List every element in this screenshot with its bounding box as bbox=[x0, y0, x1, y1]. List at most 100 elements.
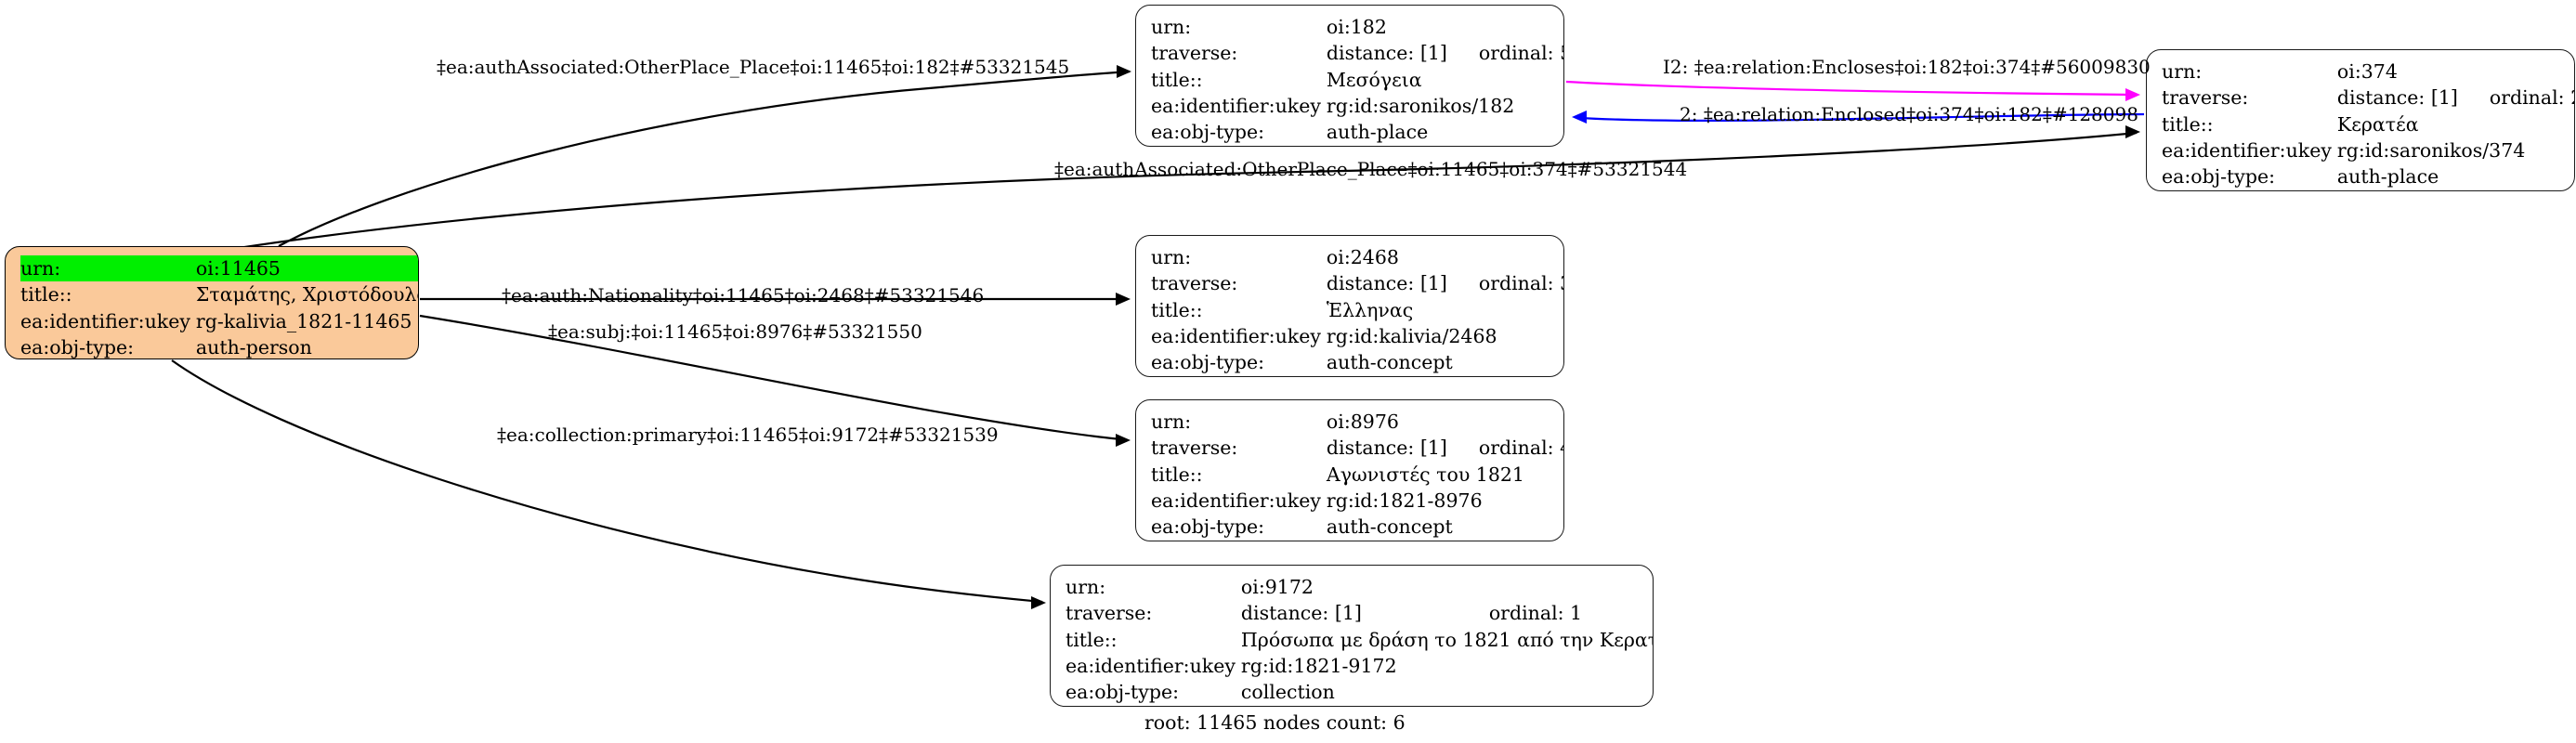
node-row: title::Κερατέα bbox=[2162, 111, 2574, 137]
graph-edge-edge-11465-182 bbox=[278, 65, 1131, 247]
node-field-value: distance: [1] bbox=[1326, 42, 1447, 65]
node-field-value: rg:id:1821-9172 bbox=[1240, 654, 1397, 677]
node-row: title::Πρόσωπα με δράση το 1821 από την … bbox=[1066, 627, 1654, 653]
node-row: ea:obj-type: auth-place bbox=[2162, 163, 2574, 189]
node-field-key: ea:obj-type: bbox=[2162, 165, 2275, 189]
graph-caption: root: 11465 nodes count: 6 bbox=[1144, 711, 1406, 734]
node-field-key: title:: bbox=[20, 283, 72, 306]
node-field-key: title:: bbox=[2162, 112, 2214, 136]
node-field-value: rg:id:kalivia/2468 bbox=[1326, 324, 1497, 347]
edge-label-edge-11465-374: ‡ea:authAssociated:OtherPlace_Place‡oi:1… bbox=[1054, 158, 1688, 180]
node-field-key: ea:obj-type: bbox=[20, 335, 134, 358]
node-field-key: ea:obj-type: bbox=[1151, 121, 1264, 144]
node-field-value: auth-person bbox=[195, 335, 312, 358]
node-field-key: ea:identifier:ukey bbox=[1151, 324, 1321, 347]
node-field-key: urn: bbox=[1066, 576, 1106, 598]
node-row: urn:oi:11465 bbox=[20, 255, 418, 282]
node-field-key: ea:obj-type: bbox=[1151, 351, 1264, 374]
node-row: ea:obj-type: auth-place bbox=[1151, 119, 1563, 145]
node-row: urn:oi:182 bbox=[1151, 14, 1563, 40]
node-row: title::Αγωνιστές του 1821 bbox=[1151, 462, 1563, 488]
node-field-value: auth-concept bbox=[1326, 515, 1453, 539]
edge-label-edge-374-182: 2: ‡ea:relation:Enclosed‡oi:374‡oi:182‡#… bbox=[1680, 103, 2138, 125]
node-field-value: oi:9172 bbox=[1240, 576, 1314, 598]
graph-node-node-8976[interactable]: urn: oi:8976 traverse: distance: [1] ordinal… bbox=[1135, 399, 1564, 541]
node-field-key: traverse: bbox=[2162, 86, 2249, 110]
node-row: urn: oi:8976 bbox=[1151, 409, 1563, 435]
graph-edge-edge-11465-9172 bbox=[171, 359, 1046, 609]
node-field-key: ea:obj-type: bbox=[1151, 515, 1264, 539]
node-row: traverse: distance: [1] ordinal: 5 bbox=[1151, 40, 1564, 66]
node-field-value: oi:182 bbox=[1326, 16, 1387, 38]
node-row: traverse: distance: [1] ordinal: 4 bbox=[1151, 435, 1564, 461]
node-field-key: ea:identifier:ukey bbox=[2162, 138, 2332, 162]
node-field-value: oi:374 bbox=[2336, 60, 2398, 83]
node-field-key: title:: bbox=[1151, 463, 1203, 486]
node-field-value: oi:11465 bbox=[195, 255, 418, 282]
node-field-value: Σταμάτης, Χριστόδουλος bbox=[195, 283, 419, 306]
node-field-value: collection bbox=[1240, 681, 1335, 704]
node-field-key: ea:obj-type: bbox=[1066, 681, 1179, 704]
node-field-value-secondary: ordinal: 2 bbox=[2489, 86, 2575, 110]
node-field-value: distance: [1] bbox=[2336, 86, 2458, 110]
node-field-key: ea:identifier:ukey bbox=[1066, 654, 1236, 677]
node-field-value: auth-place bbox=[1326, 121, 1429, 144]
node-row: ea:obj-type: auth-concept bbox=[1151, 349, 1563, 375]
node-field-key: title:: bbox=[1151, 68, 1203, 91]
node-row: title::Ἑλληνας bbox=[1151, 297, 1563, 323]
node-field-value: auth-concept bbox=[1326, 351, 1453, 374]
node-row: title::Μεσόγεια bbox=[1151, 67, 1563, 93]
graph-node-node-9172[interactable]: urn: oi:9172 traverse: distance: [1] ordinal… bbox=[1050, 565, 1654, 707]
node-field-value: rg:id:saronikos/374 bbox=[2336, 138, 2526, 162]
graph-node-node-374[interactable]: urn: oi:374 traverse: distance: [1] ordinal:… bbox=[2146, 49, 2575, 191]
node-field-value: rg:id:1821-8976 bbox=[1326, 489, 1483, 512]
node-field-key: traverse: bbox=[1151, 42, 1238, 65]
node-field-key: title:: bbox=[1066, 628, 1118, 651]
node-field-value: oi:8976 bbox=[1326, 411, 1399, 433]
node-field-key: traverse: bbox=[1151, 437, 1238, 460]
node-row: ea:obj-type: collection bbox=[1066, 679, 1653, 705]
node-field-value-secondary: ordinal: 4 bbox=[1478, 437, 1564, 460]
node-field-value-secondary: ordinal: 5 bbox=[1478, 42, 1564, 65]
node-field-value: distance: [1] bbox=[1326, 272, 1447, 295]
node-field-value-secondary: ordinal: 1 bbox=[1488, 602, 1583, 625]
edge-label-edge-11465-2468: ‡ea:auth:Nationality‡oi:11465‡oi:2468‡#5… bbox=[502, 284, 985, 306]
node-row: traverse: distance: [1] ordinal: 1 bbox=[1066, 600, 1653, 626]
node-row: ea:obj-type: auth-person bbox=[20, 334, 418, 358]
graph-edge-edge-182-374 bbox=[1565, 80, 2140, 101]
node-field-value: rg-kalivia_1821-11465 bbox=[195, 309, 412, 332]
node-field-value: auth-place bbox=[2336, 165, 2439, 189]
node-field-key: ea:identifier:ukey bbox=[1151, 489, 1321, 512]
node-row: urn: oi:374 bbox=[2162, 59, 2574, 85]
node-field-value: Ἑλληνας bbox=[1326, 298, 1414, 321]
node-field-key: ea:identifier:ukey bbox=[1151, 94, 1321, 117]
node-field-value: Πρόσωπα με δράση το 1821 από την Κερατέα bbox=[1240, 628, 1654, 651]
node-field-value: oi:2468 bbox=[1326, 246, 1399, 268]
node-field-key: urn: bbox=[1151, 411, 1192, 433]
node-field-key: ea:identifier:ukey bbox=[20, 309, 190, 332]
edge-label-edge-182-374: I2: ‡ea:relation:Encloses‡oi:182‡oi:374‡… bbox=[1663, 56, 2151, 78]
node-field-key: title:: bbox=[1151, 298, 1203, 321]
node-field-key: traverse: bbox=[1066, 602, 1153, 625]
node-row: ea:obj-type: auth-concept bbox=[1151, 514, 1563, 540]
node-field-value: Κερατέα bbox=[2336, 112, 2419, 136]
node-row: traverse:distance: [1]ordinal: 3 bbox=[1151, 270, 1563, 296]
node-field-value: distance: [1] bbox=[1326, 437, 1447, 460]
node-row: title::Σταμάτης, Χριστόδουλος bbox=[20, 281, 419, 307]
node-field-value: distance: [1] bbox=[1240, 602, 1362, 625]
node-field-key: traverse: bbox=[1151, 272, 1238, 295]
node-field-value: rg:id:saronikos/182 bbox=[1326, 94, 1515, 117]
node-field-key: urn: bbox=[2162, 60, 2203, 83]
edge-label-edge-11465-8976: ‡ea:subj:‡oi:11465‡oi:8976‡#53321550 bbox=[548, 320, 922, 343]
node-field-value: Αγωνιστές του 1821 bbox=[1326, 463, 1524, 486]
edge-label-edge-11465-182: ‡ea:authAssociated:OtherPlace_Place‡oi:1… bbox=[437, 56, 1070, 78]
